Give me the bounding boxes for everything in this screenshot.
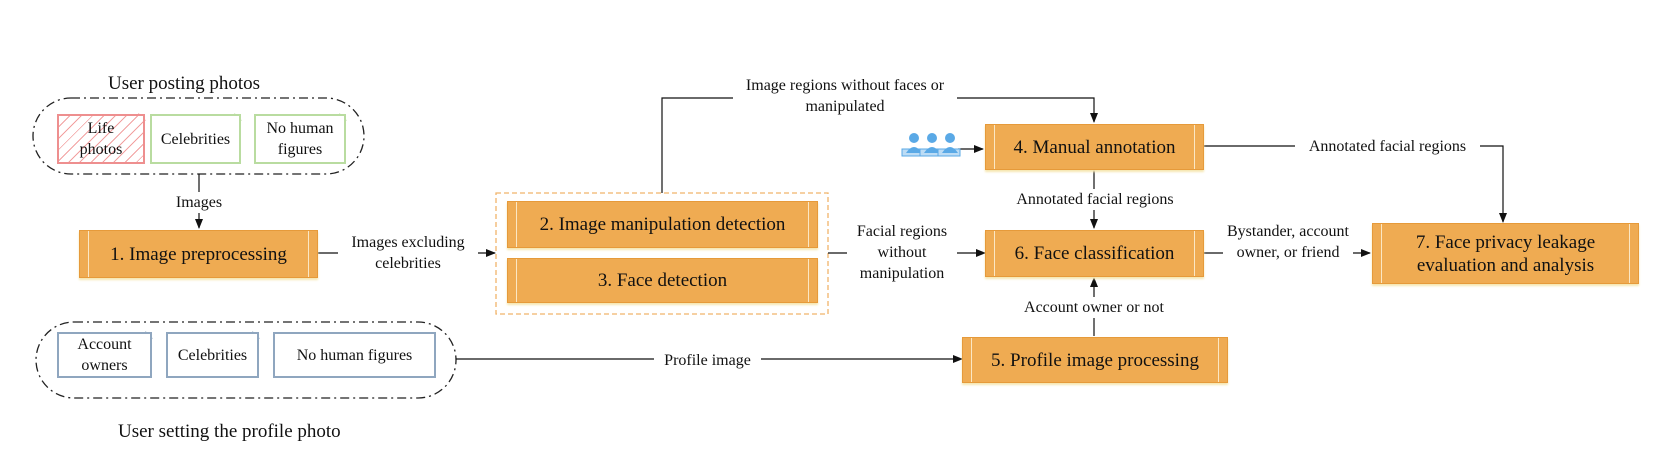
edge-label-facial-regions-without-manipulation: Facial regions without manipulation xyxy=(847,221,957,284)
account-owners-card: Account owners xyxy=(57,332,152,378)
posting-group-title: User posting photos xyxy=(108,73,260,94)
no-human-figures-card: No human figures xyxy=(254,114,346,164)
annotators-icon xyxy=(901,133,961,157)
step-1-image-preprocessing: 1. Image preprocessing xyxy=(79,230,318,278)
step-5-profile-image-processing: 5. Profile image processing xyxy=(962,337,1228,383)
life-photos-card: Life photos xyxy=(57,114,145,164)
step-3-face-detection: 3. Face detection xyxy=(507,258,818,303)
edge-label-images-excluding-celebrities: Images excluding celebrities xyxy=(338,232,478,274)
step-6-face-classification: 6. Face classification xyxy=(985,230,1204,277)
edge-label-bystander-account-owner-friend: Bystander, account owner, or friend xyxy=(1223,221,1353,263)
step-4-manual-annotation: 4. Manual annotation xyxy=(985,124,1204,170)
edge-label-annotated-to-evaluation: Annotated facial regions xyxy=(1295,136,1480,157)
step-7-face-privacy-leakage-evaluation: 7. Face privacy leakage evaluation and a… xyxy=(1372,223,1639,284)
profile-celebrities-card: Celebrities xyxy=(166,332,259,378)
edge-label-profile-image: Profile image xyxy=(654,350,761,371)
profile-no-human-figures-card: No human figures xyxy=(273,332,436,378)
profile-group-title: User setting the profile photo xyxy=(118,421,341,442)
edge-label-images: Images xyxy=(168,192,230,213)
step-2-image-manipulation-detection: 2. Image manipulation detection xyxy=(507,201,818,248)
edge-label-account-owner-or-not: Account owner or not xyxy=(1002,297,1186,318)
edge-label-annotated-to-classification: Annotated facial regions xyxy=(995,189,1195,210)
celebrities-card: Celebrities xyxy=(150,114,241,164)
profile-group-outline xyxy=(35,321,457,399)
edge-label-regions-without-faces: Image regions without faces or manipulat… xyxy=(733,75,957,117)
